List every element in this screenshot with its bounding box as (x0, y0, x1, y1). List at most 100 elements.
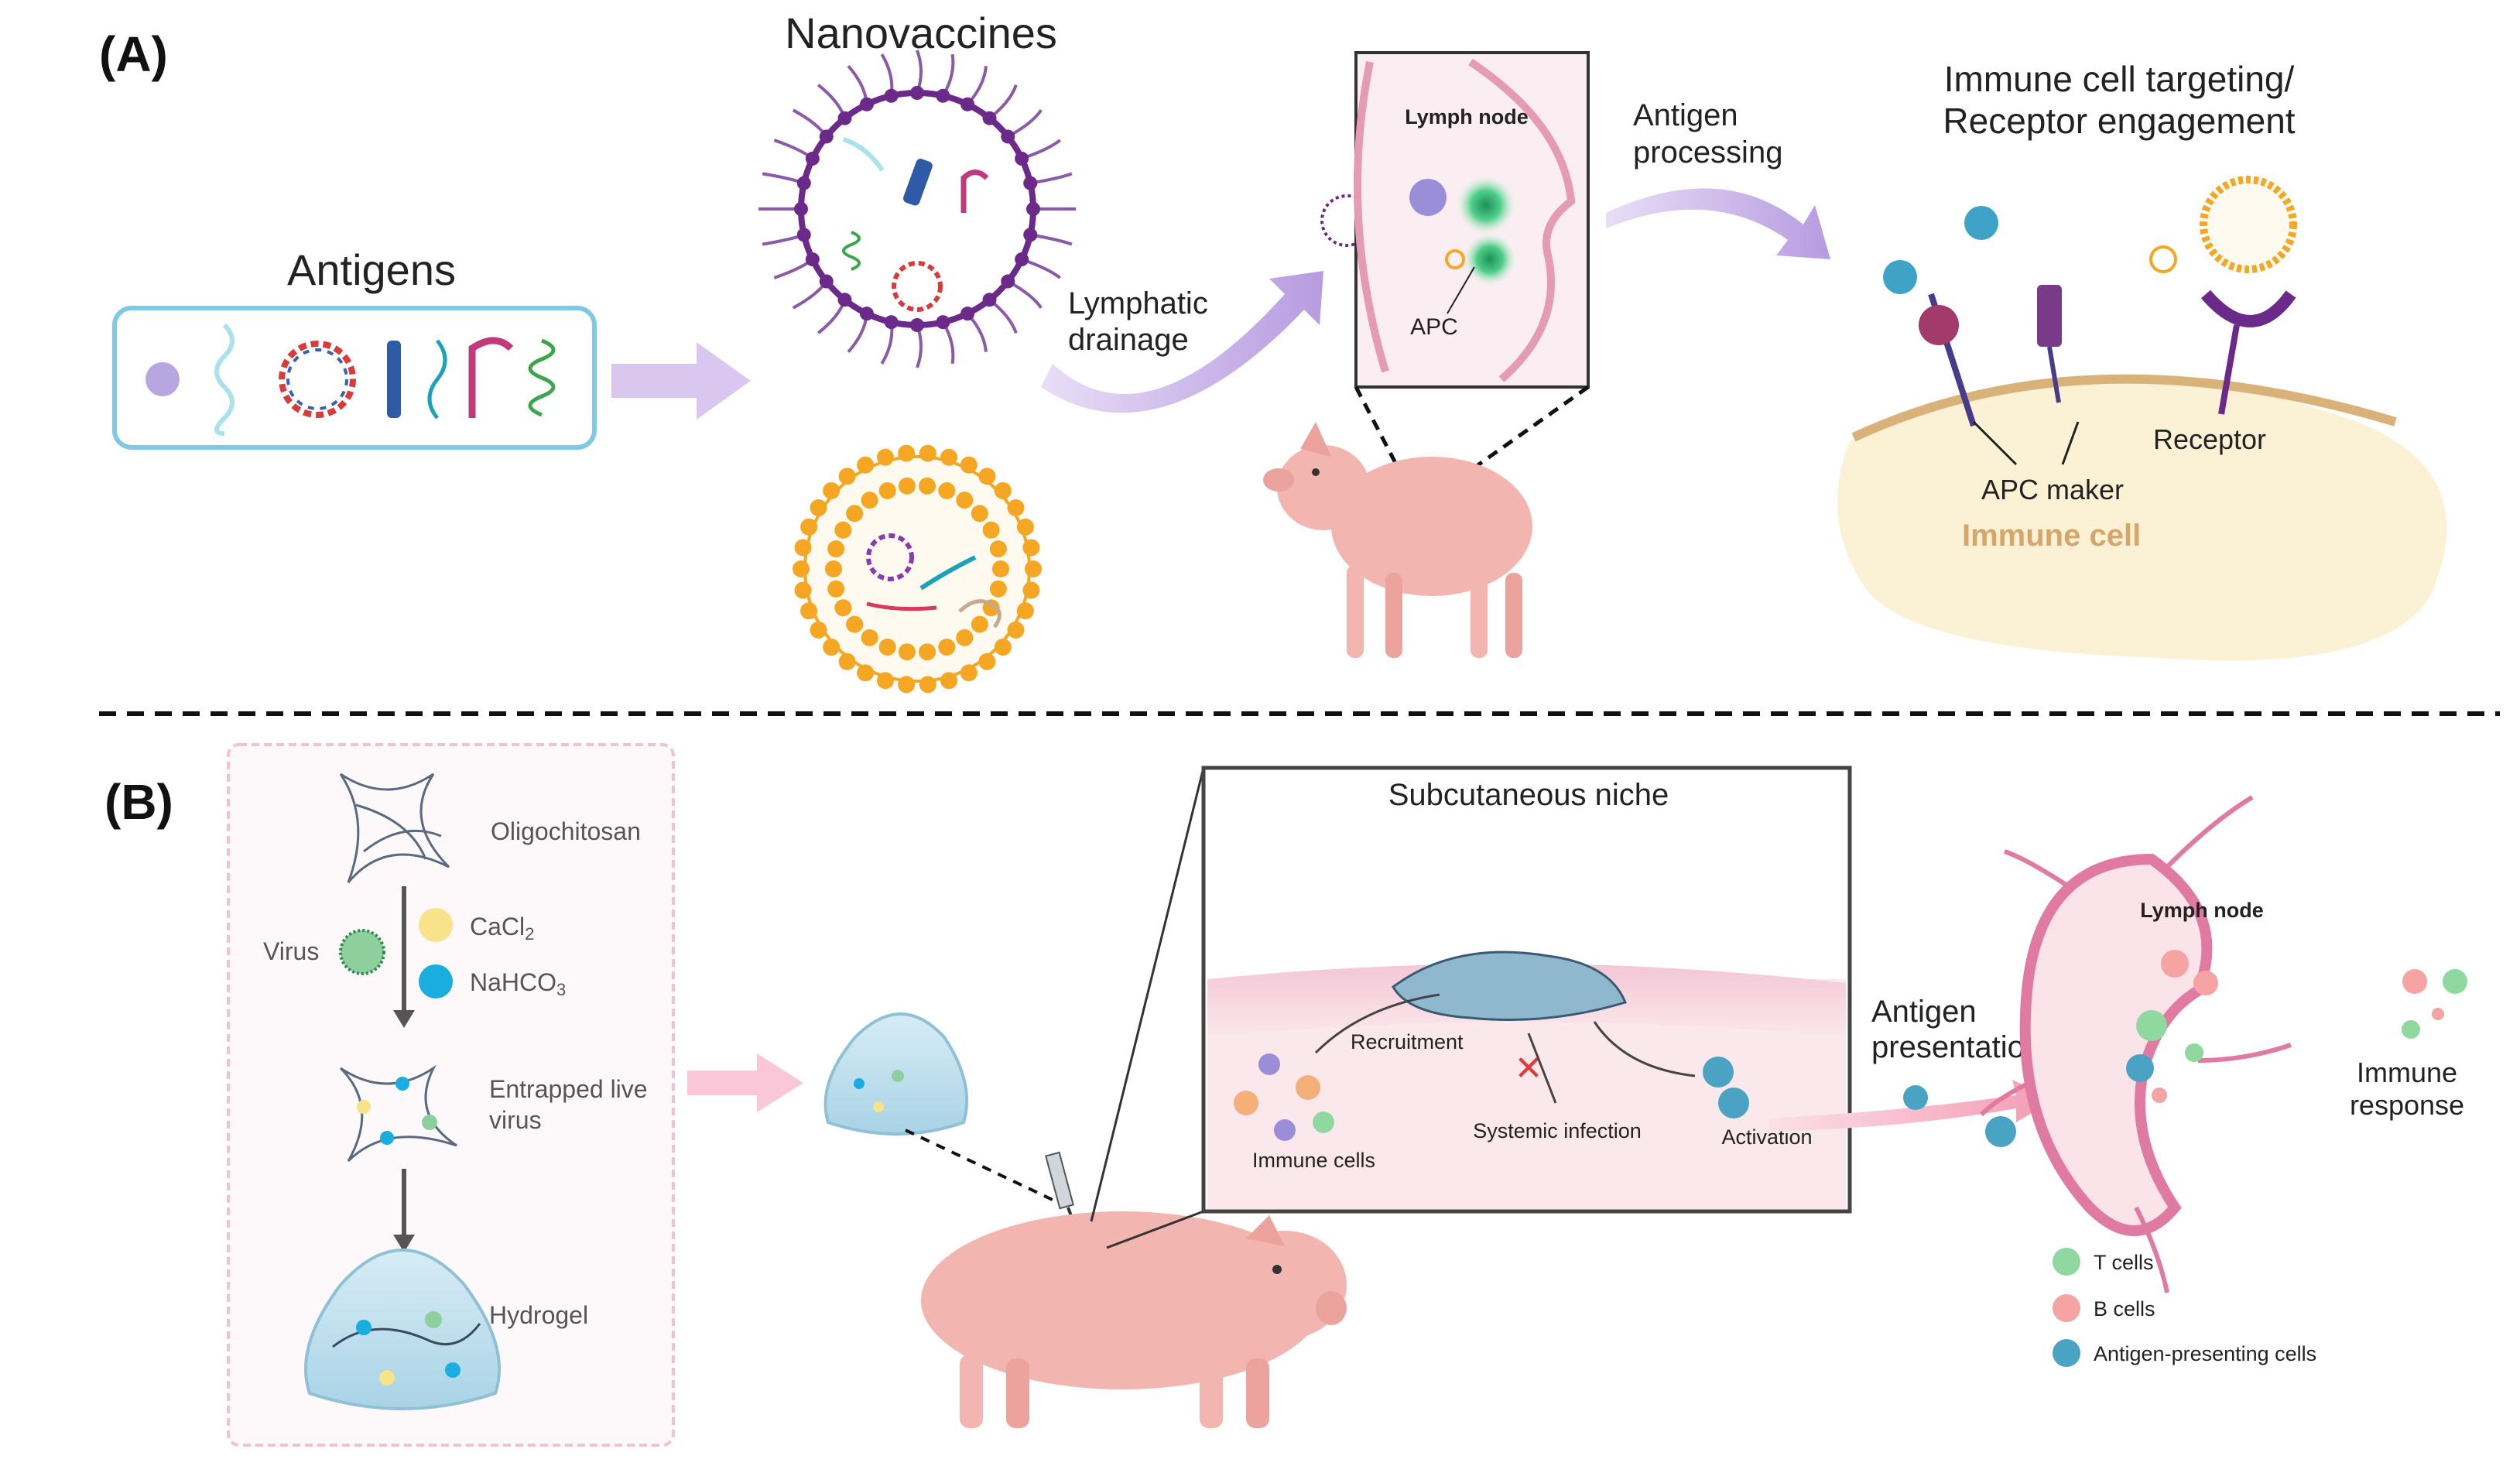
zoom-line-niche-1 (1090, 767, 1205, 1222)
polymer-nanovaccine (758, 50, 1076, 368)
lipid-head (846, 505, 864, 522)
zoom-line-niche-2 (1106, 1210, 1204, 1249)
migrating-apc-2 (1985, 1116, 2016, 1147)
virus-icon (339, 929, 385, 975)
apc-marker-label: APC maker (1981, 474, 2124, 505)
nanoparticle-bead (1026, 202, 1040, 216)
nanoparticle-bead (960, 97, 975, 111)
pig-illustration (921, 1211, 1347, 1428)
lipid-head (898, 676, 916, 694)
niche-immune-cell-5 (1313, 1112, 1334, 1133)
lipid-head (978, 653, 996, 670)
cell-membrane (1851, 374, 2397, 442)
lipid-head (838, 468, 856, 485)
nanovaccine-cargo (842, 137, 989, 312)
oligochitosan-network (339, 772, 450, 883)
niche-title: Subcutaneous niche (1388, 778, 1669, 812)
legend-apc-swatch (2053, 1339, 2080, 1367)
t-cell-glow-2 (1464, 233, 1516, 286)
coil-icon (528, 338, 556, 417)
rna-cargo-icon (842, 137, 885, 172)
immune-response-label-1: Immune (2357, 1057, 2457, 1088)
antigen-presentation-arrow (1768, 1080, 2055, 1132)
lipid-head (1022, 581, 1040, 599)
lipid-head (794, 581, 812, 599)
lipid-head (960, 456, 978, 474)
lipid-head (919, 676, 936, 694)
apc-marker-protein-icon (1919, 305, 1959, 345)
lipid-head (938, 638, 956, 656)
virus-antigen-icon (146, 362, 180, 396)
nanoparticle-bead (960, 307, 975, 321)
entrapped-label-2: virus (489, 1106, 542, 1134)
lipid-head (810, 499, 827, 517)
systemic-infection-label: Systemic infection (1473, 1119, 1642, 1142)
targeting-title-2: Receptor engagement (1943, 101, 2295, 141)
nahco3-icon (419, 964, 453, 999)
entrapped-label-1: Entrapped live (489, 1075, 648, 1103)
legend-b-cells-label: B cells (2094, 1297, 2155, 1321)
cacl2-label: CaCl2 (470, 913, 534, 944)
lipid-head (857, 456, 875, 474)
peptide-cargo-icon (960, 170, 989, 213)
lipid-head (994, 481, 1012, 499)
apc-pointer (1447, 266, 1475, 314)
lipid-head (876, 448, 894, 466)
ln-b-cell-3 (2152, 1088, 2167, 1103)
lipid-head (898, 477, 916, 495)
piglet-illustration (1263, 422, 1532, 658)
immune-response-label-2: response (2350, 1089, 2464, 1121)
antigen-presentation-label-2: presentation (1871, 1030, 2042, 1064)
lymphatic-drainage-arrow (1041, 271, 1323, 413)
nanoparticle-bead (805, 252, 820, 267)
plasmid-dna-icon (279, 341, 356, 418)
dna-helix-icon (427, 339, 447, 420)
lymph-node-b: Lymph node (1979, 795, 2292, 1293)
lipid-head (940, 672, 958, 690)
apc-marker-pointer-2 (2061, 421, 2080, 465)
immune-cells-label: Immune cells (1252, 1149, 1375, 1172)
nanoparticle-bead (910, 86, 924, 100)
response-b-cell-2 (2432, 1008, 2444, 1020)
ln-t-cell-2 (2185, 1043, 2203, 1062)
liposome-dna-icon (919, 555, 977, 591)
cell-legend: T cells B cells Antigen-presenting cells (2053, 1248, 2316, 1367)
liposome-rna-icon (866, 601, 937, 611)
lipid-head (919, 643, 936, 661)
nanoparticle-bead (910, 318, 924, 332)
hydrogel-depot (1392, 951, 1628, 1021)
lipid-head (978, 468, 996, 485)
nanovaccines-title: Nanovaccines (785, 9, 1057, 57)
immune-cell-label: Immune cell (1962, 519, 2141, 553)
receptor-cup-icon (2200, 289, 2296, 327)
lipid-head (1022, 539, 1040, 557)
lipid-head (876, 672, 894, 690)
small-hydrogel-icon (823, 1012, 969, 1136)
lipid-head (794, 539, 812, 557)
lymph-node-inset: Lymph node APC (1354, 51, 1590, 389)
activated-apc-1 (1703, 1057, 1734, 1088)
lipid-head (793, 560, 810, 577)
response-t-cell-2 (2402, 1020, 2420, 1039)
ln-b-cell-2 (2193, 971, 2218, 995)
recruitment-arrow (1314, 993, 1440, 1054)
lipid-head (878, 482, 896, 500)
lipid-head (810, 621, 827, 639)
apc-marker-pointer-1 (1972, 420, 2018, 466)
nanoparticle-bead (936, 315, 950, 330)
lipid-head (827, 580, 845, 598)
free-antigen-icon (2149, 245, 2177, 273)
lipid-head (834, 599, 852, 617)
nanoparticle-bead (1015, 151, 1029, 166)
coil-cargo-icon (842, 231, 861, 271)
lipid-head (956, 492, 974, 509)
apc-marker-icons (1883, 206, 2177, 466)
lipid-head (1016, 518, 1034, 536)
liposome-coil-icon (958, 599, 1001, 629)
nanoparticle-bead (859, 97, 874, 111)
rna-strand-icon (214, 323, 235, 436)
lipid-head (938, 482, 956, 500)
lipid-head (1007, 621, 1025, 639)
